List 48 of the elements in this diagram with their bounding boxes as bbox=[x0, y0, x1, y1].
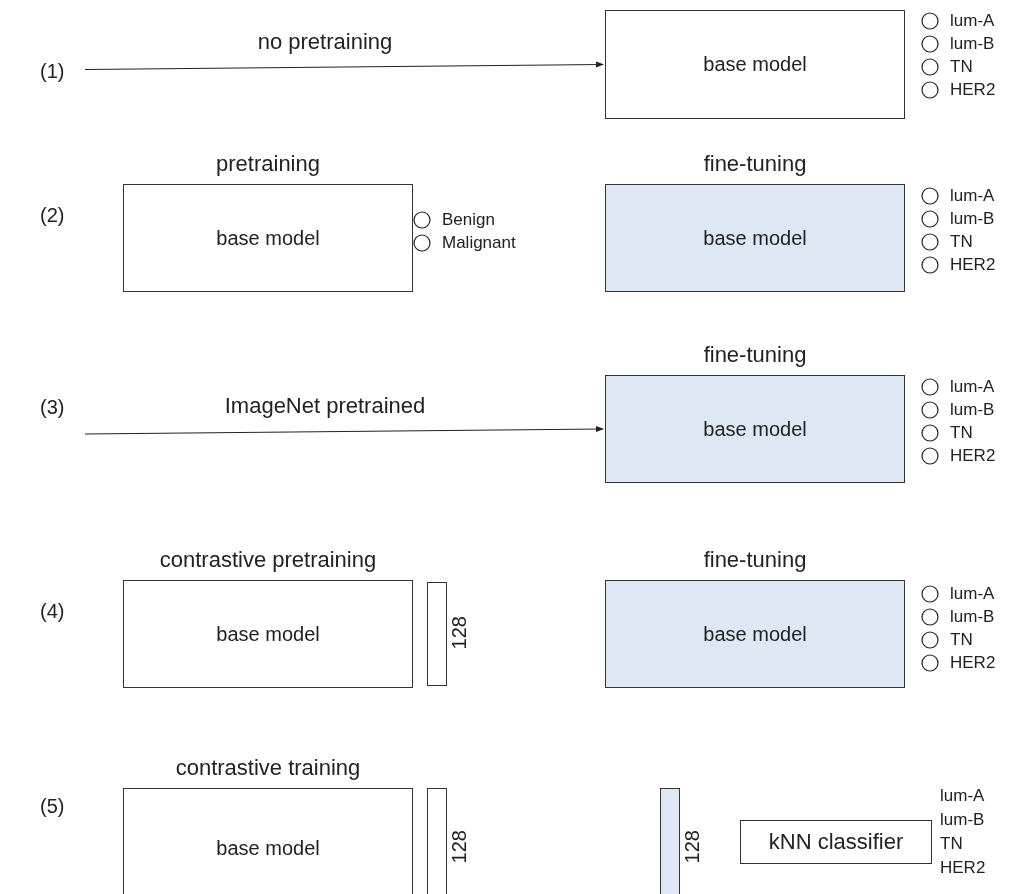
class-label: lum-B bbox=[940, 810, 985, 830]
class-label: TN bbox=[950, 57, 973, 77]
stage-heading: fine-tuning bbox=[703, 151, 807, 177]
row-number: (2) bbox=[40, 204, 65, 227]
model-box: base model bbox=[605, 375, 905, 483]
class-label: lum-B bbox=[950, 209, 995, 229]
stage-heading: fine-tuning bbox=[703, 342, 807, 368]
arrow bbox=[84, 61, 604, 70]
class-label: lum-A bbox=[950, 377, 995, 397]
class-label: lum-B bbox=[950, 607, 995, 627]
dimension-text: 128 bbox=[448, 830, 470, 864]
model-box: base model bbox=[605, 10, 905, 119]
dimension-text: 128 bbox=[448, 616, 470, 650]
model-box: base model bbox=[123, 580, 413, 688]
row-number: (5) bbox=[40, 795, 65, 818]
class-label: lum-B bbox=[950, 400, 995, 420]
class-label: lum-A bbox=[950, 11, 995, 31]
class-label: TN bbox=[950, 423, 973, 443]
stage-heading: contrastive pretraining bbox=[159, 547, 377, 573]
class-label: TN bbox=[950, 232, 973, 252]
class-label: HER2 bbox=[940, 858, 986, 878]
class-label: HER2 bbox=[950, 255, 996, 275]
model-box: base model bbox=[605, 580, 905, 688]
model-box: base model bbox=[605, 184, 905, 292]
edge-label: no pretraining bbox=[257, 28, 393, 55]
classifier-box: kNN classifier bbox=[740, 820, 932, 864]
class-label: Malignant bbox=[442, 233, 516, 253]
class-label: Benign bbox=[442, 210, 495, 230]
stage-heading: fine-tuning bbox=[703, 547, 807, 573]
stage-heading: pretraining bbox=[216, 151, 320, 177]
row-number: (3) bbox=[40, 396, 65, 419]
class-label: TN bbox=[950, 630, 973, 650]
arrow bbox=[84, 426, 604, 435]
model-box: base model bbox=[123, 788, 413, 894]
model-box: base model bbox=[123, 184, 413, 292]
row-number: (4) bbox=[40, 600, 65, 623]
dimension-text: 128 bbox=[681, 830, 703, 864]
class-label: lum-A bbox=[950, 584, 995, 604]
class-label: HER2 bbox=[950, 446, 996, 466]
row-number: (1) bbox=[40, 60, 65, 83]
class-label: HER2 bbox=[950, 653, 996, 673]
class-label: lum-A bbox=[950, 186, 995, 206]
edge-label: ImageNet pretrained bbox=[224, 393, 426, 419]
class-label: lum-B bbox=[950, 34, 995, 54]
class-label: TN bbox=[940, 834, 963, 854]
class-label: HER2 bbox=[950, 80, 996, 100]
stage-heading: contrastive training bbox=[175, 755, 361, 781]
class-label: lum-A bbox=[940, 786, 985, 806]
